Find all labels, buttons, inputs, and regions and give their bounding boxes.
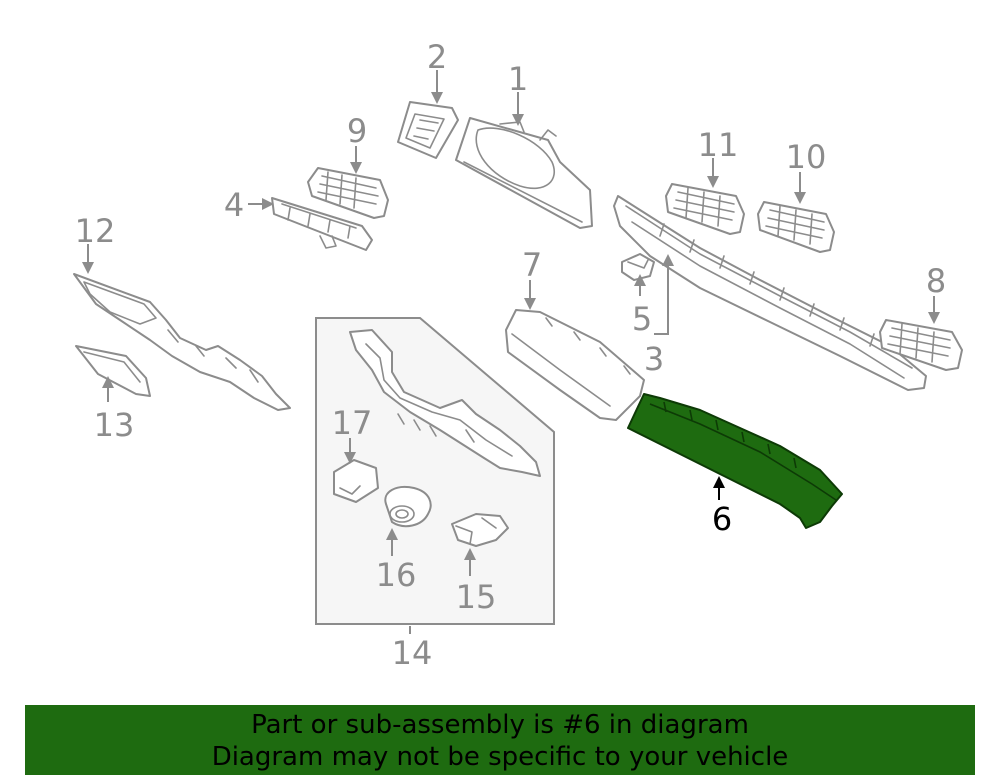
callout-4: 4 xyxy=(224,186,244,224)
part-11-vent[interactable] xyxy=(665,183,745,235)
callout-11: 11 xyxy=(698,126,739,164)
callouts: 2 1 9 4 12 13 11 10 8 7 5 3 17 16 15 14 … xyxy=(75,38,947,672)
banner-line-1: Part or sub-assembly is #6 in diagram xyxy=(251,710,749,740)
callout-14: 14 xyxy=(392,634,433,672)
part-2-vent-frame[interactable] xyxy=(397,101,459,159)
part-5-clip[interactable] xyxy=(621,253,655,281)
part-7-trim-panel[interactable] xyxy=(505,309,645,421)
callout-12: 12 xyxy=(75,212,116,250)
callout-8: 8 xyxy=(926,262,946,300)
callout-7: 7 xyxy=(522,246,542,284)
callout-16: 16 xyxy=(376,556,417,594)
part-8-vent[interactable] xyxy=(879,319,963,371)
part-3-dash-panel[interactable] xyxy=(613,195,927,391)
parts-diagram: 2 1 9 4 12 13 11 10 8 7 5 3 17 16 15 14 … xyxy=(73,38,963,672)
leader-lines xyxy=(82,70,940,634)
part-4-switch-panel[interactable] xyxy=(271,197,373,251)
part-13-trim-piece[interactable] xyxy=(75,345,151,397)
part-1-cluster-bezel[interactable] xyxy=(455,117,593,229)
banner-line-2: Diagram may not be specific to your vehi… xyxy=(211,742,789,772)
callout-10: 10 xyxy=(786,138,827,176)
part-10-vent[interactable] xyxy=(757,201,835,253)
part-14-subassembly-box[interactable] xyxy=(315,317,555,625)
callout-5: 5 xyxy=(632,300,652,338)
callout-15: 15 xyxy=(456,578,497,616)
part-12-lower-dash-panel[interactable] xyxy=(73,273,291,411)
callout-1: 1 xyxy=(508,60,528,98)
callout-2: 2 xyxy=(427,38,447,76)
callout-3: 3 xyxy=(644,340,664,378)
callout-9: 9 xyxy=(347,112,367,150)
part-17-switch xyxy=(333,459,379,503)
callout-17: 17 xyxy=(332,404,373,442)
callout-13: 13 xyxy=(94,406,135,444)
part-6-highlighted[interactable] xyxy=(627,393,843,529)
callout-6: 6 xyxy=(712,500,732,538)
part-9-vent[interactable] xyxy=(307,167,389,219)
info-banner: Part or sub-assembly is #6 in diagram Di… xyxy=(25,705,975,775)
part-15-outlet xyxy=(451,513,509,547)
